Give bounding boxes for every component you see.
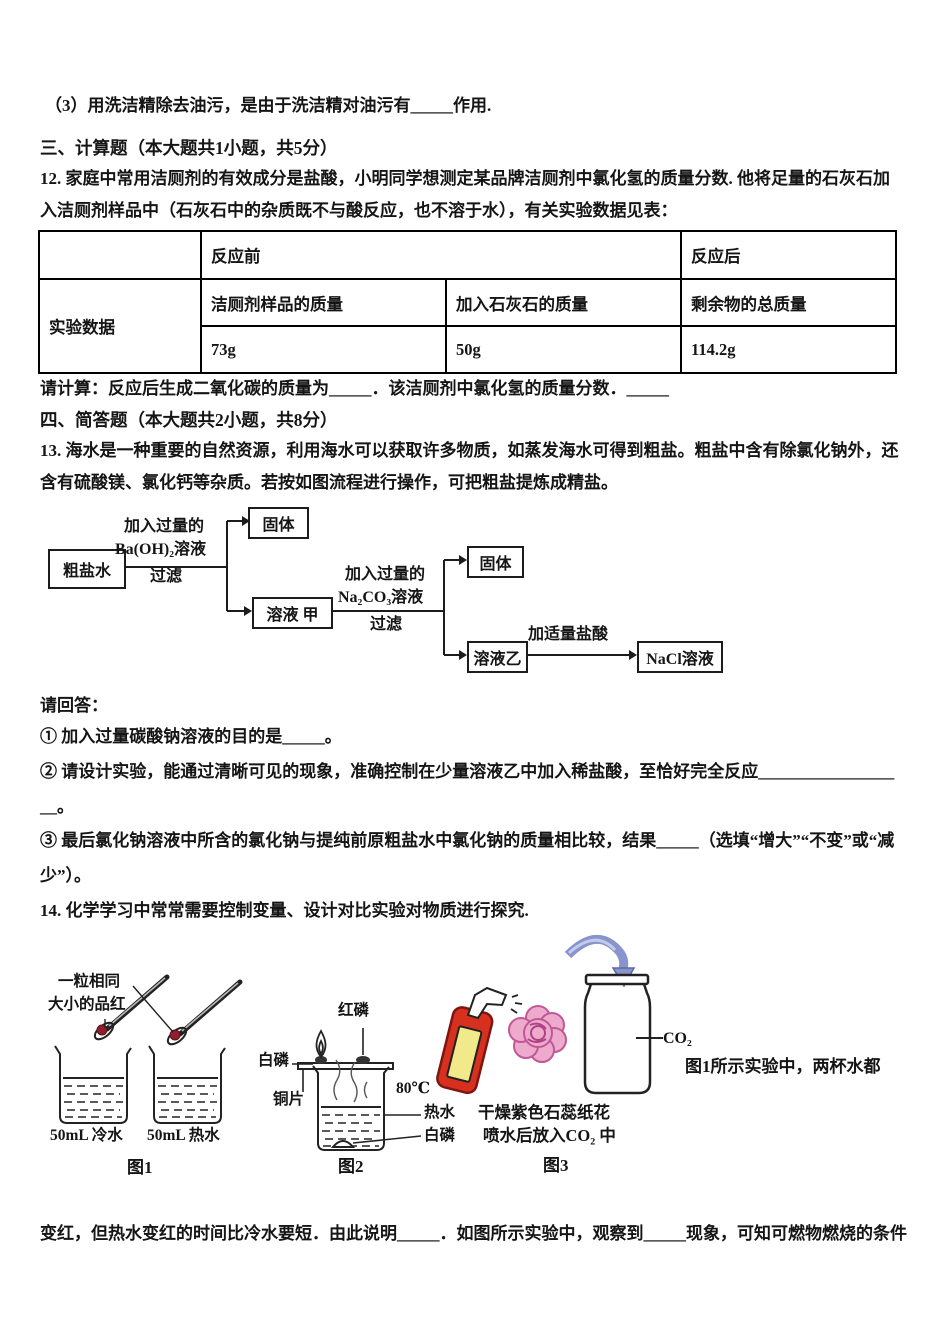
fig2-whitep-top-label: 白磷	[258, 1052, 290, 1069]
section4-title: 四、简答题（本大题共2小题，共8分）	[40, 410, 338, 430]
fig3-caption-line1: 干燥紫色石蕊纸花	[478, 1103, 610, 1122]
copper-plate-icon	[297, 1062, 394, 1070]
fig1-note-line2: 大小的品红	[48, 996, 126, 1013]
table-value-3: 114.2g	[680, 325, 897, 374]
ask-line: 请回答：	[40, 696, 108, 715]
flow-node-nacl-solution: NaCl溶液	[637, 641, 723, 673]
sub3-line2: 少”）。	[40, 866, 91, 885]
flow-node-solution-a: 溶液 甲	[252, 597, 333, 629]
table-cell-empty	[38, 230, 202, 280]
calc-line: 请计算：反应后生成二氧化碳的质量为_____．该洁厕剂中氯化氢的质量分数．___…	[40, 379, 669, 398]
q3-line: （3）用洗洁精除去油污，是由于洗洁精对油污有_____作用.	[45, 96, 492, 115]
q14-line: 14. 化学学习中常常需要控制变量、设计对比实验对物质进行探究.	[40, 901, 529, 920]
fig3-caption: 图3	[543, 1156, 569, 1175]
flame-icon	[315, 1029, 327, 1059]
beaker-cold-icon	[54, 1045, 132, 1124]
flow-step2-line3: 过滤	[370, 616, 403, 633]
table-col-label-3: 剩余物的总质量	[680, 278, 897, 327]
fig1-leader-lines	[104, 985, 174, 1033]
sub2-line: ② 请设计实验，能通过清晰可见的现象，准确控制在少量溶液乙中加入稀盐酸，至恰好完…	[40, 762, 895, 781]
table-col-label-1: 洁厕剂样品的质量	[200, 278, 447, 327]
flow-node-solid-1: 固体	[248, 507, 309, 539]
fig1-note-line1: 一粒相同	[58, 973, 121, 990]
fig2-whitep-bottom-label: 白磷	[424, 1127, 456, 1144]
fig1-cold-label: 50mL 冷水	[50, 1127, 123, 1144]
flow-node-crude-brine: 粗盐水	[48, 549, 126, 589]
bottom-line: 变红，但热水变红的时间比冷水要短．由此说明_____．如图所示实验中，观察到__…	[40, 1224, 907, 1243]
fig3-co2-label: CO₂	[663, 1030, 692, 1047]
beaker-hot-icon	[148, 1045, 226, 1124]
sub1-line: ① 加入过量碳酸钠溶液的目的是_____。	[40, 727, 342, 746]
table-col-label-2: 加入石灰石的质量	[445, 278, 682, 327]
fig1-beakers-icon	[54, 974, 243, 1124]
fig1-hot-label: 50mL 热水	[147, 1127, 220, 1144]
flow-step3-label: 加适量盐酸	[528, 626, 609, 643]
q12-line2: 入洁厕剂样品中（石灰石中的杂质既不与酸反应，也不溶于水），有关实验数据见表：	[40, 201, 678, 220]
fig3-caption-line2: 喷水后放入CO₂ 中	[483, 1126, 616, 1145]
white-phosphorus-plate-icon	[315, 1056, 327, 1064]
flow-step2-line2: Na₂CO₃溶液	[338, 589, 424, 606]
fig2-leader-lines	[292, 1028, 422, 1144]
fig3-litmus-icon	[436, 935, 663, 1095]
q13-line1: 13. 海水是一种重要的自然资源，利用海水可以获取许多物质，如蒸发海水可得到粗盐…	[40, 441, 899, 460]
fig2-phosphorus-icon	[292, 1028, 422, 1151]
table-value-1: 73g	[200, 325, 447, 374]
red-phosphorus-icon	[356, 1056, 370, 1064]
fig2-caption: 图2	[338, 1157, 364, 1176]
table-value-2: 50g	[445, 325, 682, 374]
q12-line1: 12. 家庭中常用洁厕剂的有效成分是盐酸，小明同学想测定某品牌洁厕剂中氯化氢的质…	[40, 169, 890, 188]
flow-node-solid-2: 固体	[467, 546, 524, 578]
flow-step1-line2: Ba(OH)₂溶液	[115, 541, 207, 558]
flower-icon	[508, 1005, 567, 1063]
flow-step1-line1: 加入过量的	[124, 518, 205, 535]
fig1-caption: 图1	[127, 1158, 153, 1177]
fig2-redp-label: 红磷	[338, 1002, 370, 1019]
sub2-cont: __。	[40, 797, 74, 816]
fig2-copper-label: 铜片	[273, 1091, 305, 1108]
flow-step2-line1: 加入过量的	[345, 566, 426, 583]
sub3-line1: ③ 最后氯化钠溶液中所含的氯化钠与提纯前原粗盐水中氯化钠的质量相比较，结果___…	[40, 831, 895, 850]
flow-step1-line3: 过滤	[150, 568, 183, 585]
table-header-after: 反应后	[680, 230, 897, 280]
flowchart-connectors-icon	[122, 516, 637, 660]
beaker-hotwater-icon	[312, 1059, 390, 1151]
flow-node-solution-b: 溶液乙	[467, 641, 528, 673]
fig-side-text: 图1所示实验中，两杯水都	[685, 1057, 881, 1076]
table-header-before: 反应前	[200, 230, 682, 280]
experiment-data-table: 反应前 反应后 实验数据 洁厕剂样品的质量 加入石灰石的质量 剩余物的总质量 7…	[38, 230, 897, 374]
spray-bottle-icon	[436, 986, 523, 1095]
table-row-label: 实验数据	[38, 278, 202, 374]
fig2-hotwater-label: 热水	[424, 1104, 456, 1121]
gas-jar-icon	[583, 973, 663, 1095]
q13-line2: 含有硫酸镁、氯化钙等杂质。若按如图流程进行操作，可把粗盐提炼成精盐。	[40, 473, 618, 492]
spoon-right-icon	[166, 979, 243, 1046]
section3-title: 三、计算题（本大题共1小题，共5分）	[40, 138, 338, 158]
fig2-temp-label: 80℃	[396, 1080, 431, 1097]
